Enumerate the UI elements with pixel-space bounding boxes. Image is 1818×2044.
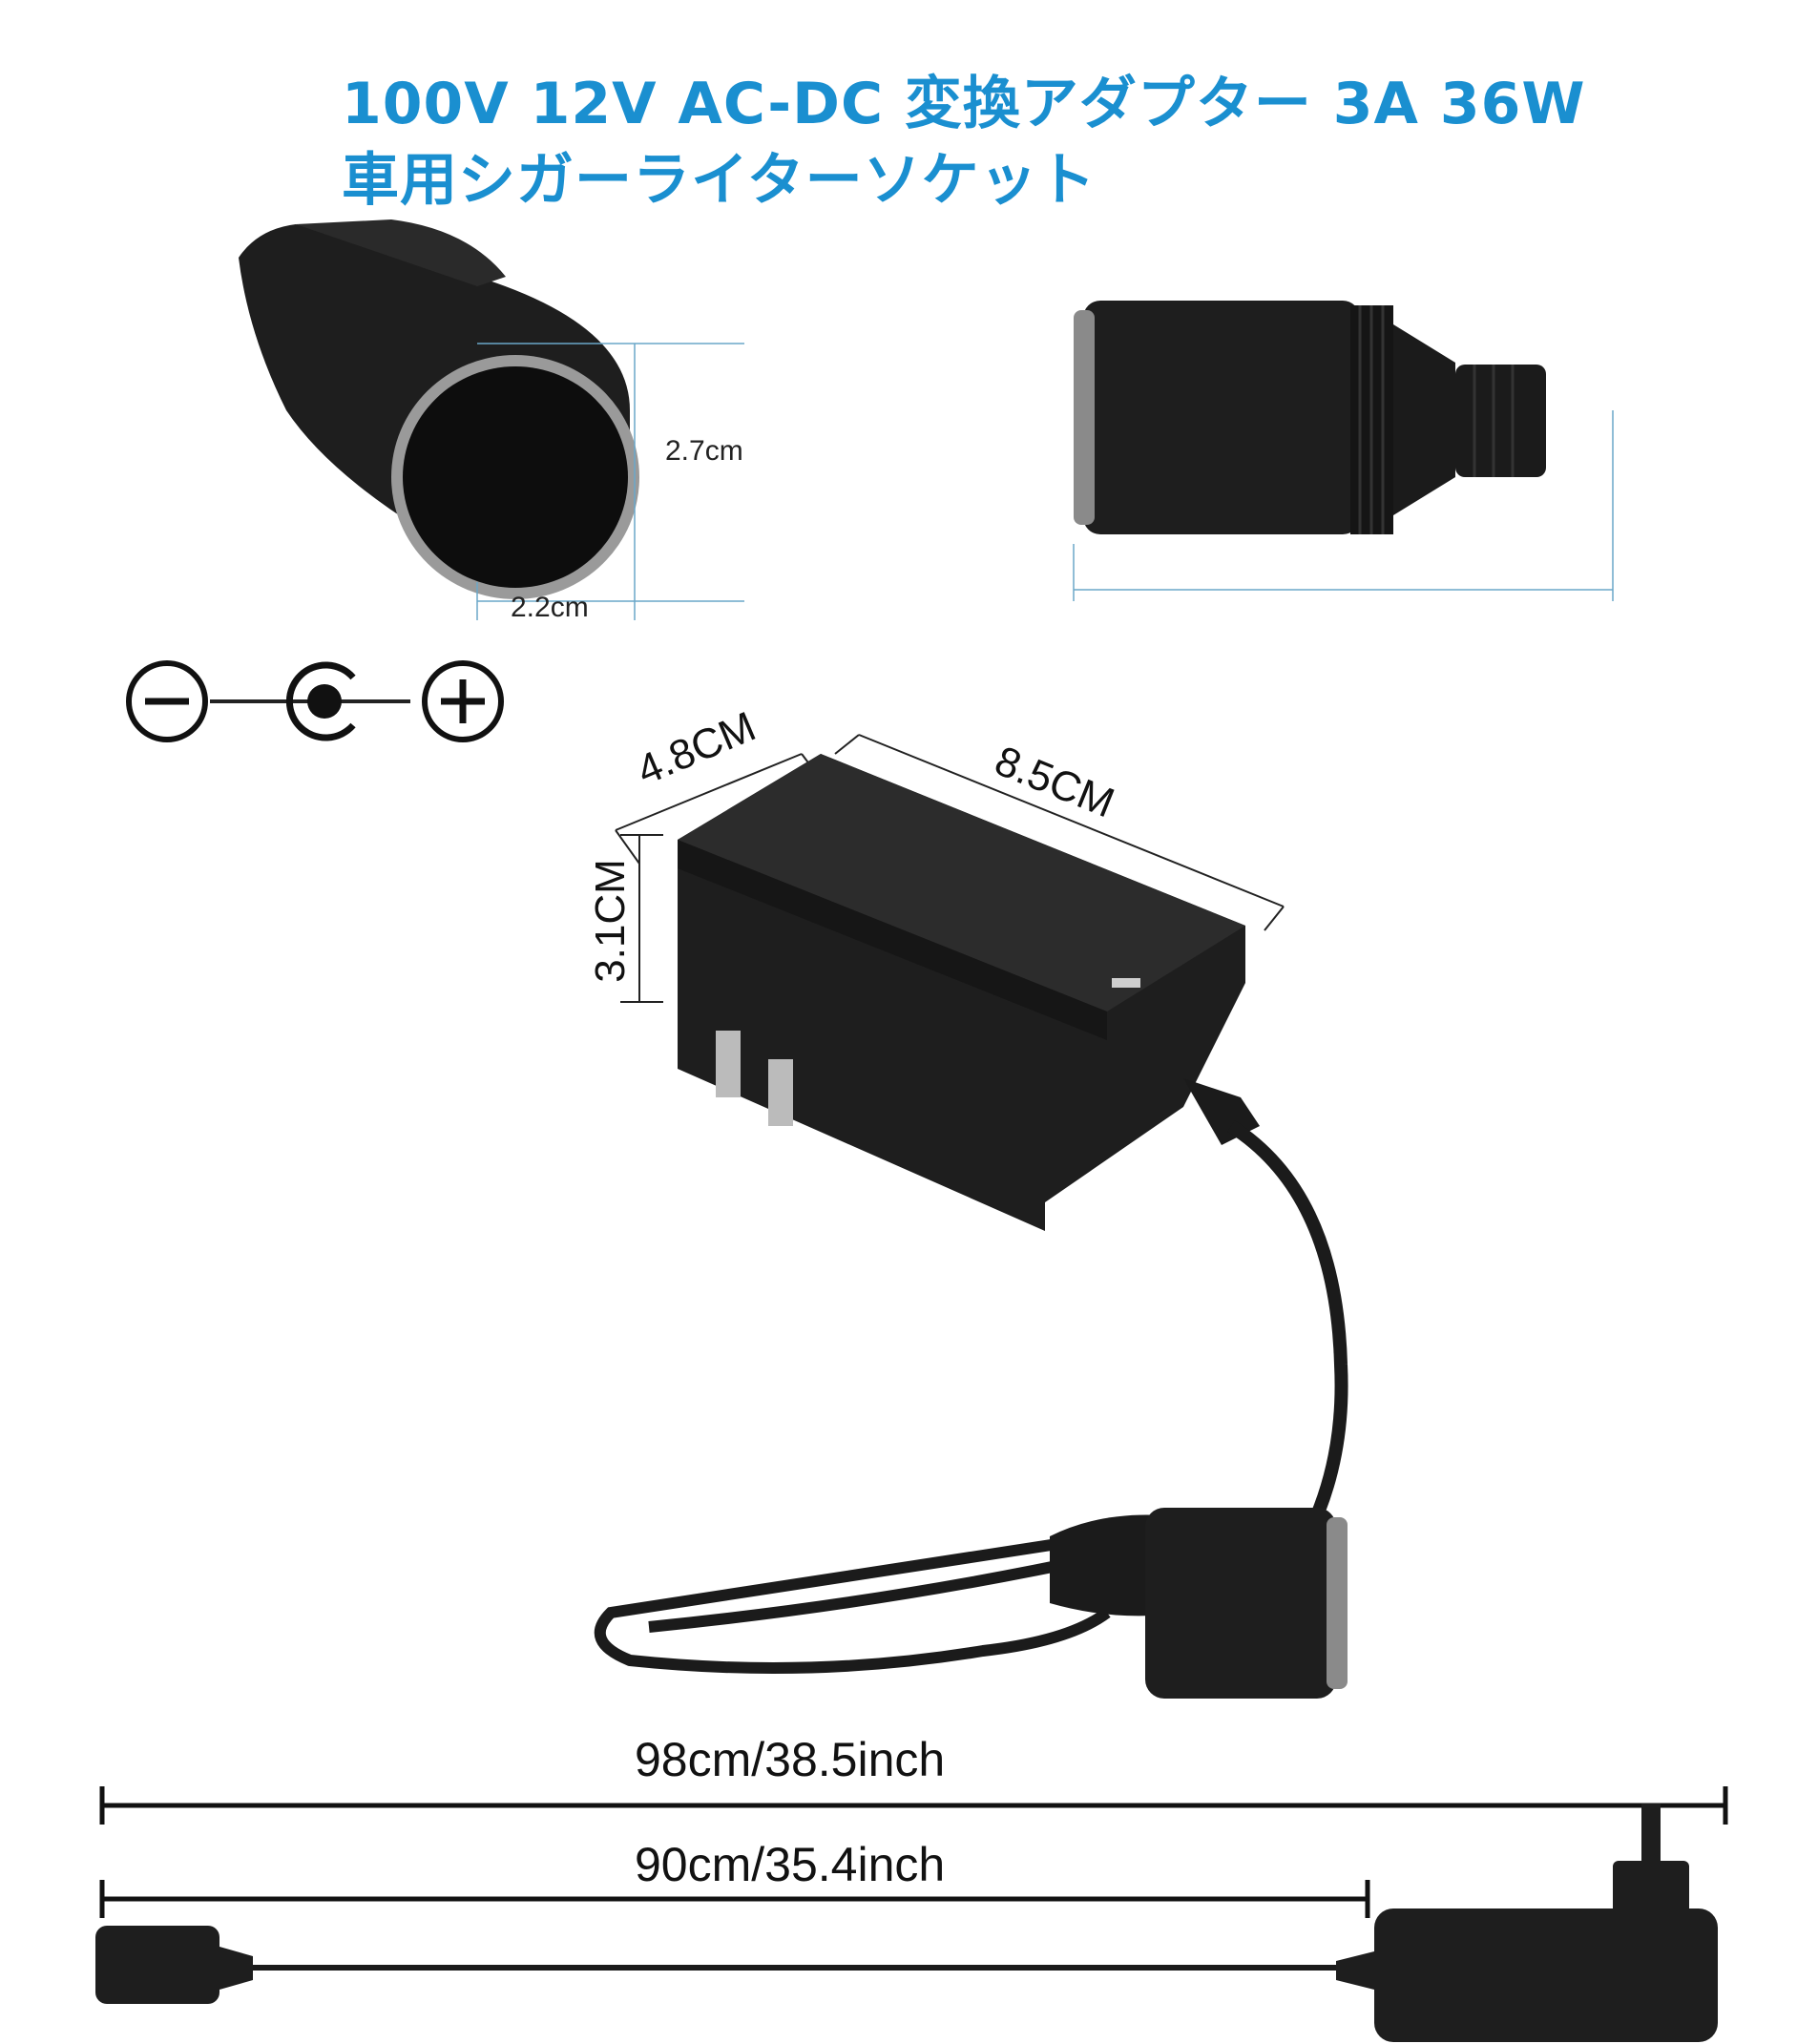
socket-width-label: 2.2cm — [511, 592, 589, 623]
adapter-illustration — [594, 734, 1348, 1699]
product-title-line1: 100V 12V AC-DC 変換アダプター 3A 36W — [342, 71, 1586, 137]
polarity-symbol — [124, 658, 525, 744]
socket-height-label: 2.7cm — [665, 435, 743, 467]
socket-side-view — [1073, 301, 1614, 601]
cord-length-label: 90cm/35.4inch — [635, 1838, 946, 1891]
product-title-line2: 車用シガーライターソケット — [342, 147, 1097, 214]
total-length-label: 98cm/38.5inch — [635, 1733, 946, 1786]
center-pin-icon — [285, 661, 356, 741]
minus-circle-icon — [126, 660, 208, 742]
socket-front-view — [239, 219, 744, 620]
plus-circle-icon — [422, 660, 504, 742]
cable-side-illustration — [95, 1804, 1718, 2042]
